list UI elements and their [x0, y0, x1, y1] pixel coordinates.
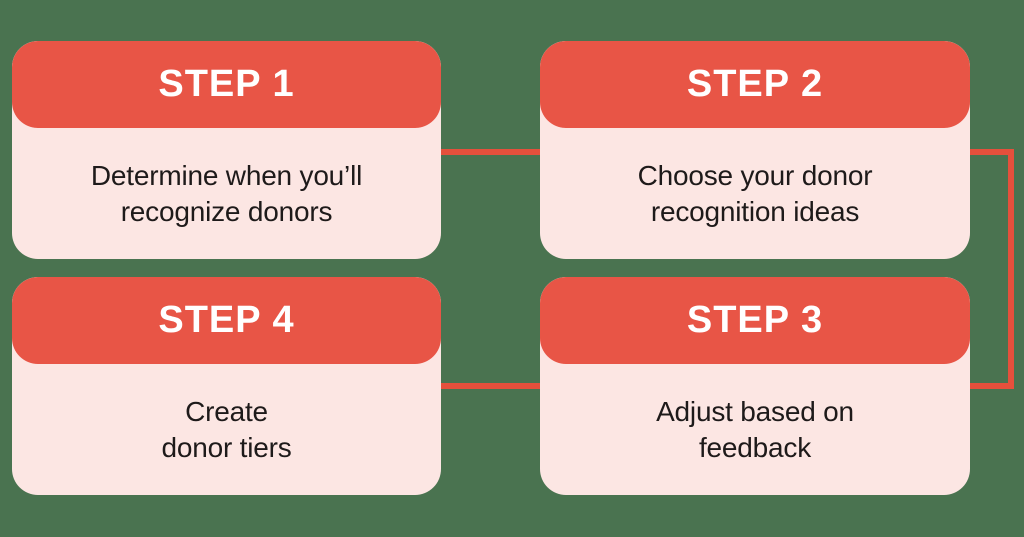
step-1-card: STEP 1 Determine when you’ll recognize d…	[12, 41, 441, 259]
step-4-label: STEP 4	[158, 299, 295, 341]
step-3-label: STEP 3	[686, 299, 824, 341]
step-2-label: STEP 2	[686, 63, 824, 105]
step-3-header: STEP 3	[540, 277, 970, 364]
step-1-description: Determine when you’ll recognize donors	[90, 159, 363, 227]
step-2-description: Choose your donor recognition ideas	[637, 159, 873, 227]
step-2-header: STEP 2	[540, 41, 970, 128]
step-2-card: STEP 2 Choose your donor recognition ide…	[540, 41, 970, 259]
step-1-label: STEP 1	[158, 63, 295, 105]
connector-step2-right-segment	[970, 149, 1014, 155]
step-4-card: STEP 4 Create donor tiers	[12, 277, 441, 495]
step-3-description: Adjust based on feedback	[656, 395, 854, 463]
step-1-header: STEP 1	[12, 41, 441, 128]
connector-step3-right-segment	[970, 383, 1014, 389]
step-4-description: Create donor tiers	[161, 395, 292, 463]
connector-step1-to-step2	[441, 149, 540, 155]
step-4-header: STEP 4	[12, 277, 441, 364]
step-3-card: STEP 3 Adjust based on feedback	[540, 277, 970, 495]
connector-right-vertical-segment	[1008, 149, 1014, 389]
connector-step3-to-step4	[441, 383, 540, 389]
